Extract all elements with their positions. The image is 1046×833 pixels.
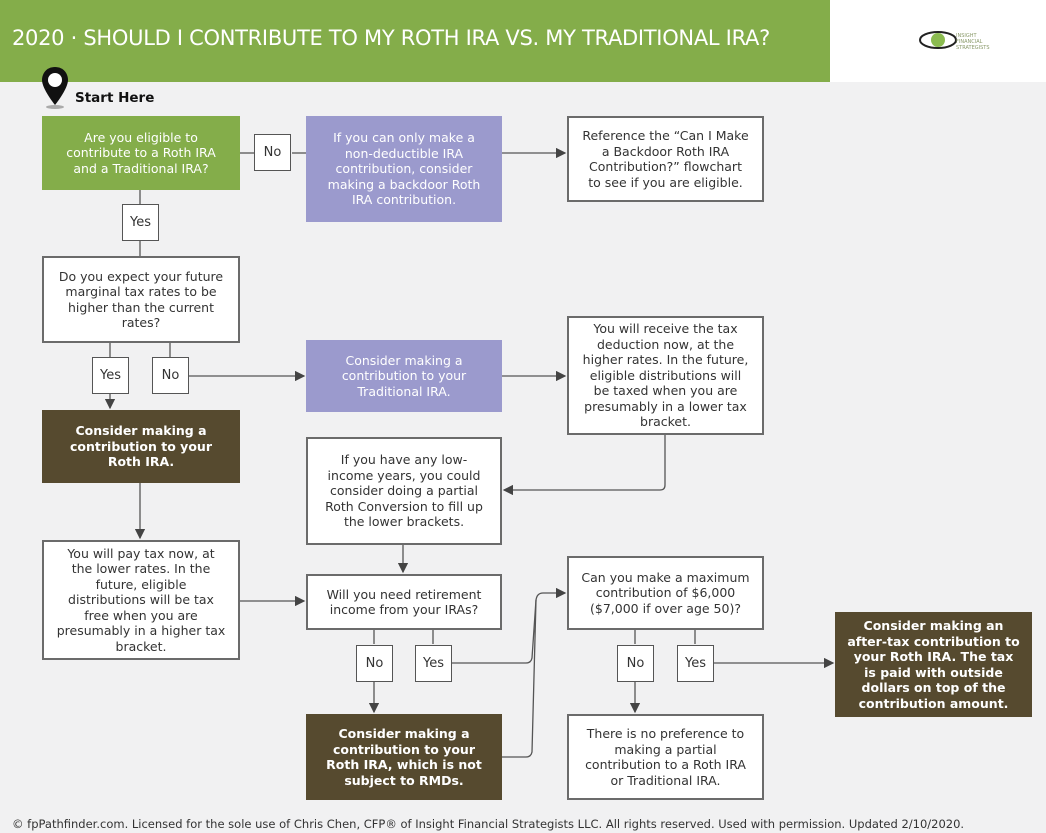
yes-label: Yes <box>122 204 159 241</box>
no-label: No <box>356 645 393 682</box>
reference-node: Reference the “Can I Make a Backdoor Rot… <box>567 116 764 202</box>
roth-node: Consider making a contribution to your R… <box>42 410 240 483</box>
retirement-income-question: Will you need retirement income from you… <box>306 574 502 630</box>
future-rates-question: Do you expect your future marginal tax r… <box>42 256 240 343</box>
backdoor-node: If you can only make a non-deductible IR… <box>306 116 502 222</box>
after-tax-node: Consider making an after-tax contributio… <box>835 612 1032 717</box>
eligible-question: Are you eligible to contribute to a Roth… <box>42 116 240 190</box>
header-bar: 2020 · SHOULD I CONTRIBUTE TO MY ROTH IR… <box>0 0 836 82</box>
low-income-node: If you have any low-income years, you co… <box>306 437 502 545</box>
roth-rmd-node: Consider making a contribution to your R… <box>306 714 502 800</box>
deduction-node: You will receive the tax deduction now, … <box>567 316 764 435</box>
no-label: No <box>152 357 189 394</box>
no-preference-node: There is no preference to making a parti… <box>567 714 764 800</box>
logo <box>830 0 1046 82</box>
eye-logo-icon <box>919 31 957 49</box>
pay-tax-node: You will pay tax now, at the lower rates… <box>42 540 240 660</box>
no-label: No <box>254 134 291 171</box>
yes-label: Yes <box>677 645 714 682</box>
start-here-label: Start Here <box>75 90 155 106</box>
page-title: 2020 · SHOULD I CONTRIBUTE TO MY ROTH IR… <box>12 26 770 50</box>
yes-label: Yes <box>415 645 452 682</box>
map-pin-icon <box>42 67 68 109</box>
max-contribution-question: Can you make a maximum contribution of $… <box>567 556 764 630</box>
no-label: No <box>617 645 654 682</box>
traditional-node: Consider making a contribution to your T… <box>306 340 502 412</box>
footer-copyright: © fpPathfinder.com. Licensed for the sol… <box>12 817 965 831</box>
yes-label: Yes <box>92 357 129 394</box>
